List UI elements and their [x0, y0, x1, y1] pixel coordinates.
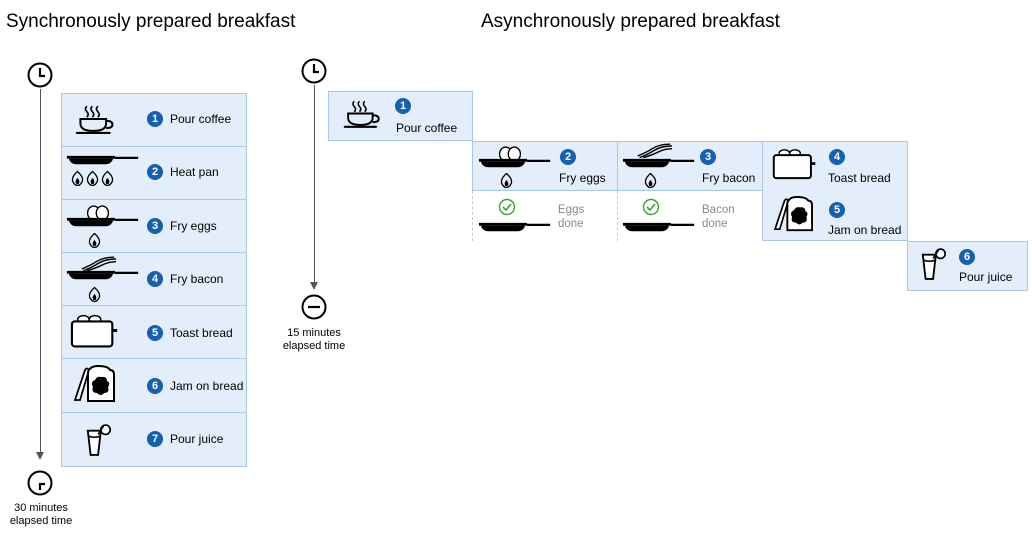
sync-step-number: 5 [147, 325, 163, 341]
end-clock-30-icon [27, 470, 53, 496]
sync-step-label: Pour coffee [170, 112, 232, 126]
async-timeline-arrow [310, 282, 318, 290]
flame-icon [88, 286, 101, 302]
sync-step-label: Jam on bread [170, 379, 244, 393]
end-clock-15-icon [301, 294, 327, 320]
heat-pan-icon [66, 154, 140, 167]
coffee-cup-icon [74, 103, 118, 135]
flame-icon [101, 170, 114, 186]
start-clock-icon [27, 62, 53, 88]
jam-bread-icon [772, 195, 816, 233]
bacon-done-line1: Bacon [702, 204, 735, 216]
eggs-done-box [472, 191, 618, 241]
flame-icon [500, 172, 513, 188]
pan-icon [478, 221, 552, 234]
bacon-icon [636, 143, 672, 158]
async-step-number: 2 [560, 149, 576, 165]
async-step-label: Jam on bread [828, 223, 902, 237]
async-step-label: Pour coffee [396, 121, 458, 135]
bacon-done-line2: done [702, 218, 728, 230]
flame-icon [644, 172, 657, 188]
sync-step-label: Heat pan [170, 165, 219, 179]
sync-elapsed-text: elapsed time [9, 515, 73, 527]
async-step-number: 5 [829, 202, 845, 218]
async-step-label: Toast bread [828, 171, 891, 185]
async-title: Asynchronously prepared breakfast [481, 11, 780, 32]
async-step-fry-eggs [472, 141, 618, 191]
toaster-icon [772, 148, 818, 180]
flame-icon [88, 232, 101, 248]
pan-icon [66, 269, 140, 282]
sync-timeline [39, 89, 41, 454]
check-icon [498, 198, 516, 216]
async-step-number: 6 [959, 249, 975, 265]
sync-step-label: Pour juice [170, 432, 224, 446]
pan-icon [622, 157, 696, 170]
flame-icon [71, 170, 84, 186]
async-step-label: Fry eggs [559, 171, 606, 185]
jam-bread-icon [72, 364, 118, 404]
async-timeline [313, 85, 315, 285]
juice-glass-icon [920, 246, 948, 282]
sync-elapsed-minutes: 30 minutes [14, 502, 68, 514]
async-step-number: 4 [829, 149, 845, 165]
sync-step-number: 7 [147, 431, 163, 447]
async-elapsed-text: elapsed time [282, 340, 346, 352]
sync-step-number: 4 [147, 271, 163, 287]
async-step-number: 3 [700, 149, 716, 165]
check-icon [642, 198, 660, 216]
async-step-label: Fry bacon [702, 171, 756, 185]
sync-title: Synchronously prepared breakfast [6, 11, 296, 32]
async-elapsed-label: 15 minutes elapsed time [270, 327, 358, 353]
sync-elapsed-label: 30 minutes elapsed time [0, 502, 82, 528]
async-step-label: Pour juice [959, 270, 1013, 284]
eggs-done-line2: done [558, 218, 584, 230]
coffee-cup-icon [342, 98, 384, 129]
sync-step-row [61, 412, 247, 467]
pan-icon [66, 216, 140, 229]
sync-step-number: 3 [147, 218, 163, 234]
sync-step-number: 6 [147, 378, 163, 394]
bacon-done-box [617, 191, 763, 241]
juice-glass-icon [85, 422, 113, 458]
pan-icon [622, 221, 696, 234]
eggs-done-label: Eggs done [558, 203, 584, 231]
sync-step-label: Fry bacon [170, 272, 224, 286]
sync-step-number: 2 [147, 164, 163, 180]
sync-step-label: Fry eggs [170, 219, 217, 233]
sync-step-label: Toast bread [170, 326, 233, 340]
toaster-icon [70, 313, 120, 349]
async-step-number: 1 [395, 98, 411, 114]
bacon-done-label: Bacon done [702, 203, 735, 231]
start-clock-icon [301, 58, 327, 84]
sync-step-number: 1 [147, 111, 163, 127]
pan-icon [478, 157, 552, 170]
sync-timeline-arrow [36, 452, 44, 460]
async-elapsed-minutes: 15 minutes [287, 327, 341, 339]
flame-icon [86, 170, 99, 186]
eggs-done-line1: Eggs [558, 204, 585, 216]
